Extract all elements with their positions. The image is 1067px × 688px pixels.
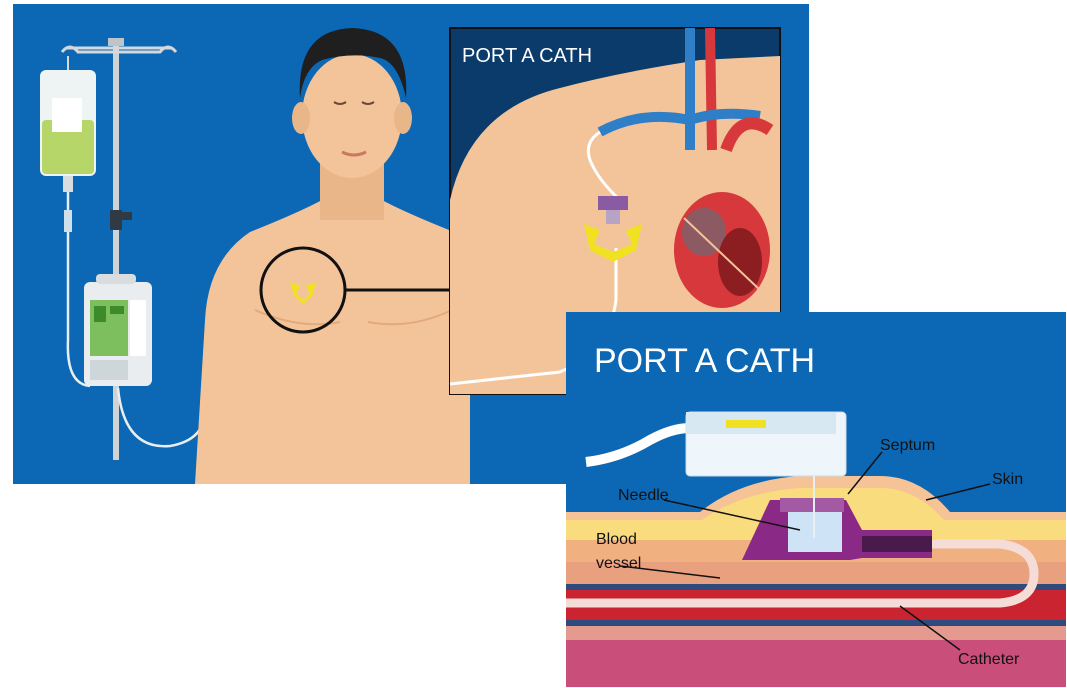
- inset-title: PORT A CATH: [462, 45, 592, 67]
- label-blood-vessel-line1: Blood: [596, 531, 637, 548]
- label-catheter: Catheter: [958, 651, 1020, 668]
- label-blood-vessel-line2: vessel: [596, 555, 641, 572]
- label-skin: Skin: [992, 471, 1023, 488]
- detail-panel: PORT A CATH: [566, 312, 1066, 687]
- label-needle: Needle: [618, 487, 669, 504]
- detail-title: PORT A CATH: [594, 342, 815, 380]
- heart-icon: [674, 192, 770, 308]
- label-septum: Septum: [880, 437, 935, 454]
